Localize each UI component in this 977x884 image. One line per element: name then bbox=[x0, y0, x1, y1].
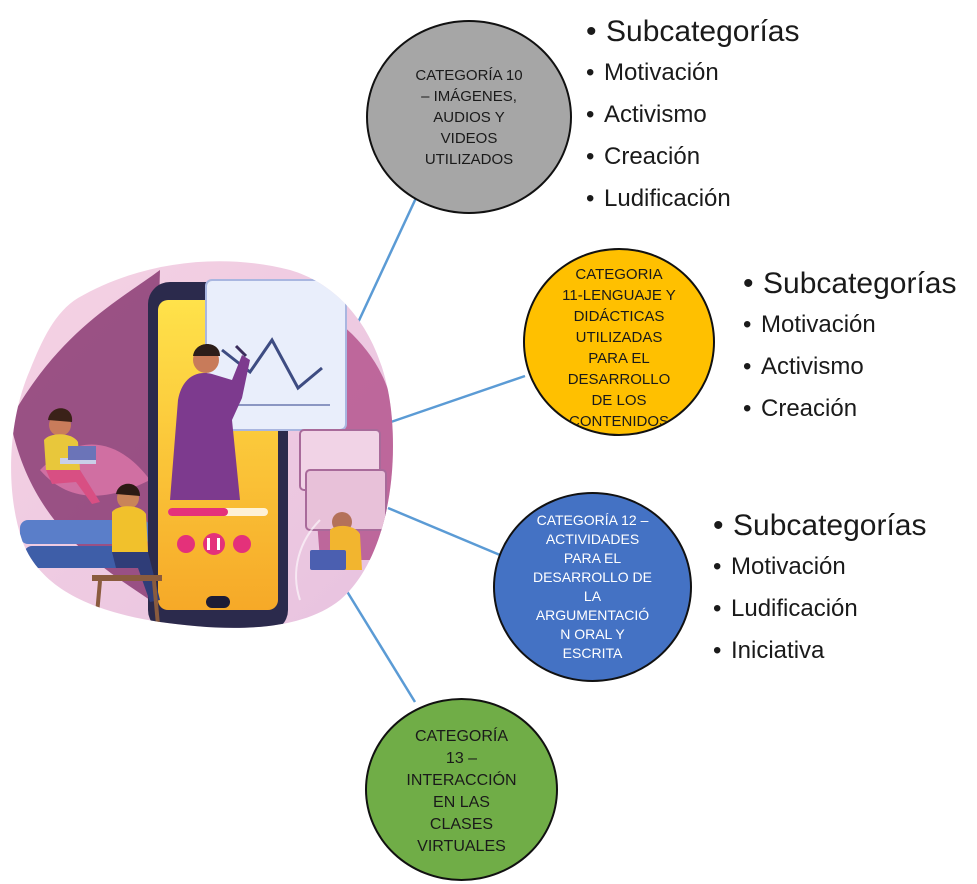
category-12-subcategory-list: Subcategorías Motivación Ludificación In… bbox=[713, 506, 926, 672]
subcategories-heading: Subcategorías bbox=[586, 12, 799, 52]
category-12-label: CATEGORÍA 12 – ACTIVIDADES PARA EL DESAR… bbox=[532, 512, 653, 661]
category-10-node: CATEGORÍA 10 – IMÁGENES, AUDIOS Y VIDEOS… bbox=[366, 20, 572, 214]
connector-line-cat13 bbox=[338, 579, 417, 703]
subcategory-item: Ludificación bbox=[586, 178, 799, 220]
subcategory-item: Motivación bbox=[713, 546, 926, 588]
connector-line-cat12 bbox=[387, 506, 501, 557]
category-13-node: CATEGORÍA 13 – INTERACCIÓN EN LAS CLASES… bbox=[365, 698, 558, 881]
subcategory-item: Ludificación bbox=[713, 588, 926, 630]
online-teaching-illustration-icon bbox=[11, 261, 393, 628]
subcategory-item: Activismo bbox=[586, 94, 799, 136]
category-11-label: CATEGORIA 11-LENGUAJE Y DIDÁCTICAS UTILI… bbox=[562, 266, 676, 430]
subcategory-item: Iniciativa bbox=[713, 630, 926, 672]
category-13-label: CATEGORÍA 13 – INTERACCIÓN EN LAS CLASES… bbox=[406, 727, 517, 855]
category-12-node: CATEGORÍA 12 – ACTIVIDADES PARA EL DESAR… bbox=[493, 492, 692, 682]
subcategory-item: Creación bbox=[586, 136, 799, 178]
subcategories-heading: Subcategorías bbox=[743, 264, 956, 304]
category-11-subcategory-list: Subcategorías Motivación Activismo Creac… bbox=[743, 264, 956, 430]
subcategories-heading: Subcategorías bbox=[713, 506, 926, 546]
category-10-label: CATEGORÍA 10 – IMÁGENES, AUDIOS Y VIDEOS… bbox=[415, 66, 523, 168]
category-10-subcategory-list: Subcategorías Motivación Activismo Creac… bbox=[586, 12, 799, 220]
subcategory-item: Motivación bbox=[586, 52, 799, 94]
category-11-node: CATEGORIA 11-LENGUAJE Y DIDÁCTICAS UTILI… bbox=[523, 248, 715, 436]
subcategory-item: Activismo bbox=[743, 346, 956, 388]
connector-line-cat11 bbox=[387, 374, 526, 425]
subcategory-item: Creación bbox=[743, 388, 956, 430]
subcategory-item: Motivación bbox=[743, 304, 956, 346]
